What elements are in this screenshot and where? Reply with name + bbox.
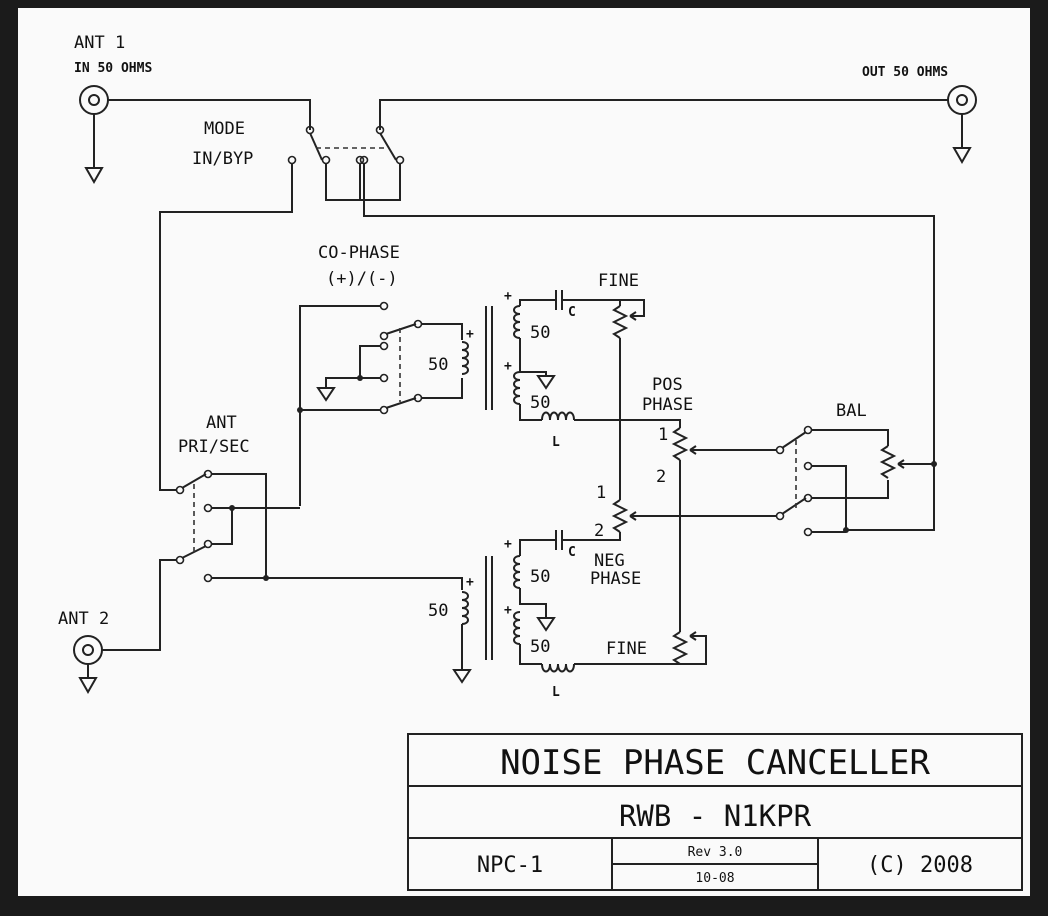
- lower-primary-50: 50: [428, 601, 448, 621]
- lower-primary-plus: +: [466, 575, 474, 590]
- pos-pin1: 1: [658, 425, 668, 445]
- lower-transformer: [452, 530, 707, 684]
- pos-phase-pot: [668, 419, 776, 632]
- copyright-text: (C) 2008: [867, 853, 973, 878]
- neg-pin1: 1: [596, 483, 606, 503]
- neg-phase-label: PHASE: [590, 569, 641, 589]
- out-label: OUT 50 OHMS: [862, 65, 948, 80]
- ant-label: ANT: [206, 413, 237, 433]
- fine-top-label: FINE: [598, 271, 639, 291]
- upper-primary-plus: +: [466, 327, 474, 342]
- ant1-jack: [79, 85, 109, 185]
- fine-pot-upper: [611, 299, 645, 500]
- lower-ind-label: L: [552, 685, 560, 700]
- pos-label: POS: [652, 375, 683, 395]
- upper-sec-plus-1: +: [504, 289, 512, 304]
- lower-sec-plus-2: +: [504, 603, 512, 618]
- upper-cap-label: C: [568, 305, 576, 320]
- ant-pri-sec-switch: [102, 469, 463, 651]
- rev-text: Rev 3.0: [688, 845, 743, 860]
- ant2-label: ANT 2: [58, 609, 109, 629]
- upper-sec-50-b: 50: [530, 393, 550, 413]
- author-text: RWB - N1KPR: [619, 799, 812, 833]
- upper-primary-50: 50: [428, 355, 448, 375]
- pri-sec-label: PRI/SEC: [178, 437, 250, 457]
- neg-pin2: 2: [594, 521, 604, 541]
- ant2-jack: [73, 635, 103, 695]
- neg-label: NEG: [594, 551, 625, 571]
- lower-sec-plus-1: +: [504, 537, 512, 552]
- neg-phase-pot: [611, 499, 776, 538]
- cophase-switch: [297, 301, 463, 506]
- cophase-label: CO-PHASE: [318, 243, 400, 263]
- model-text: NPC-1: [477, 853, 543, 878]
- lower-sec-50-b: 50: [530, 637, 550, 657]
- lower-cap-label: C: [568, 545, 576, 560]
- bal-switch: [775, 425, 937, 537]
- pos-pin2: 2: [656, 467, 666, 487]
- mode-label: MODE: [204, 119, 245, 139]
- mode-switch: [108, 99, 948, 531]
- upper-ind-label: L: [552, 435, 560, 450]
- ant1-in-label: IN 50 OHMS: [74, 61, 152, 76]
- ant1-label: ANT 1: [74, 33, 125, 53]
- upper-sec-plus-2: +: [504, 359, 512, 374]
- title-block: [407, 733, 1023, 891]
- schematic-frame: [18, 8, 1030, 896]
- title-text: NOISE PHASE CANCELLER: [500, 743, 930, 783]
- bal-label: BAL: [836, 401, 867, 421]
- upper-sec-50-a: 50: [530, 323, 550, 343]
- cophase-sub-label: (+)/(-): [326, 269, 398, 289]
- date-text: 10-08: [695, 871, 734, 886]
- fine-bottom-label: FINE: [606, 639, 647, 659]
- pos-phase-label: PHASE: [642, 395, 693, 415]
- out-jack: [947, 85, 977, 165]
- lower-sec-50-a: 50: [530, 567, 550, 587]
- mode-sub-label: IN/BYP: [192, 149, 253, 169]
- upper-transformer: [461, 290, 668, 421]
